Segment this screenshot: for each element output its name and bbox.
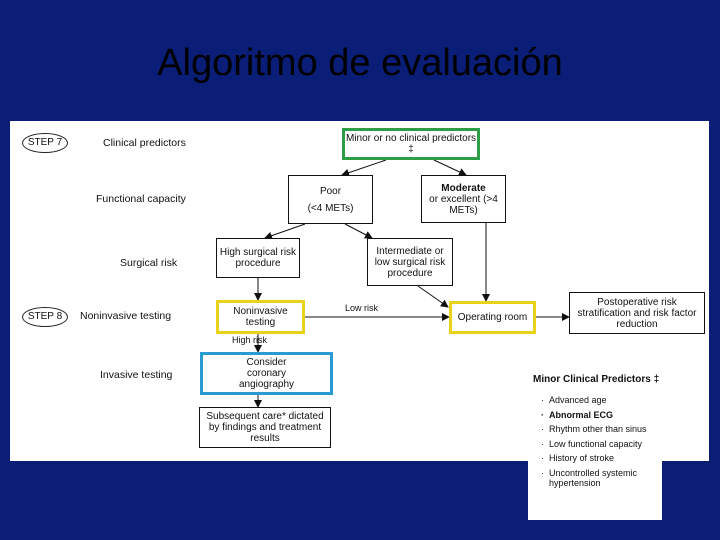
arrow-minor-to-poor (341, 159, 387, 177)
row-label-invasive: Invasive testing (100, 369, 173, 381)
row-label-clinical: Clinical predictors (103, 137, 186, 149)
node-subsequent-text: Subsequent care* dictated by findings an… (206, 411, 324, 444)
node-minor-predictors: Minor or no clinical predictors ‡ (342, 128, 480, 160)
node-poor-mets: (<4 METs) (307, 202, 354, 214)
edge-label-high-risk: High risk (232, 335, 268, 345)
arrow-minor-to-moderate (433, 159, 467, 176)
legend-list: Advanced age Abnormal ECG Rhythm other t… (541, 395, 663, 493)
node-poor-label: Poor (319, 185, 342, 197)
node-high-surgical-text: High surgical risk procedure (219, 247, 297, 269)
legend-item: Low functional capacity (541, 439, 663, 450)
legend-item: Uncontrolled systemic hypertension (541, 468, 663, 489)
legend-item: Rhythm other than sinus (541, 424, 663, 435)
step-7-oval: STEP 7 (22, 133, 68, 153)
node-high-surgical-risk: High surgical risk procedure (216, 238, 300, 278)
legend-title: Minor Clinical Predictors ‡ (533, 374, 660, 385)
legend-item: Abnormal ECG (541, 410, 663, 421)
row-label-functional: Functional capacity (96, 193, 186, 205)
legend-item: History of stroke (541, 453, 663, 464)
node-postoperative-text: Postoperative risk stratification and ri… (577, 296, 697, 330)
arrow-poor-to-intermediate (344, 223, 373, 239)
node-intermediate-risk: Intermediate or low surgical risk proced… (367, 238, 453, 286)
node-moderate-label: Moderate (441, 182, 486, 194)
node-postoperative: Postoperative risk stratification and ri… (569, 292, 705, 334)
node-subsequent-care: Subsequent care* dictated by findings an… (199, 407, 331, 448)
node-noninvasive-text: Noninvasive testing (233, 306, 288, 328)
node-coronary-angiography: Consider coronary angiography (200, 352, 333, 395)
legend-item: Advanced age (541, 395, 663, 406)
arrow-intermediate-to-operating (417, 285, 449, 308)
node-angiography-text: Consider coronary angiography (238, 357, 295, 390)
row-label-surgical: Surgical risk (120, 257, 178, 269)
node-poor: Poor (<4 METs) (288, 175, 373, 224)
slide-title: Algoritmo de evaluación (157, 42, 563, 84)
node-intermediate-text: Intermediate or low surgical risk proced… (374, 245, 446, 279)
arrow-poor-to-high (264, 223, 306, 240)
node-operating-text: Operating room (457, 312, 528, 323)
node-moderate: Moderate or excellent (>4 METs) (421, 175, 506, 223)
node-moderate-mets: or excellent (>4 METs) (429, 193, 498, 216)
node-noninvasive-testing: Noninvasive testing (216, 300, 305, 334)
edge-label-low-risk: Low risk (345, 303, 379, 313)
node-minor-text: Minor or no clinical predictors ‡ (345, 133, 477, 155)
step-8-oval: STEP 8 (22, 307, 68, 327)
row-label-noninvasive: Noninvasive testing (80, 310, 172, 322)
node-operating-room: Operating room (449, 301, 536, 334)
